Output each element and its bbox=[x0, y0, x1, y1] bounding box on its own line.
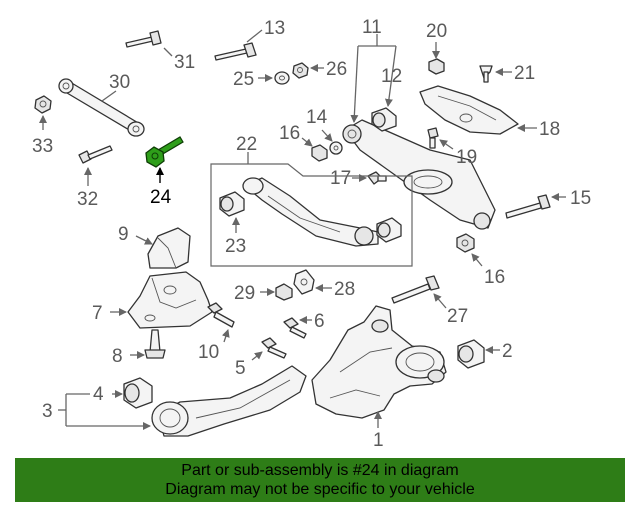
callout-17: 17 bbox=[330, 168, 351, 189]
callout-32: 32 bbox=[77, 189, 98, 210]
callout-8: 8 bbox=[112, 346, 123, 367]
bolt-17 bbox=[367, 171, 387, 185]
callout-21: 21 bbox=[514, 63, 535, 84]
clip-8 bbox=[144, 329, 166, 359]
nut-26 bbox=[292, 62, 309, 79]
leader-5 bbox=[251, 351, 263, 361]
callout-15: 15 bbox=[570, 188, 591, 209]
leader-16a bbox=[301, 137, 313, 147]
callout-10: 10 bbox=[198, 342, 219, 363]
bushing-12 bbox=[371, 107, 397, 132]
bolt-32 bbox=[78, 145, 113, 164]
knuckle-1 bbox=[311, 305, 447, 419]
leader-31 bbox=[163, 47, 173, 57]
bolt-31 bbox=[125, 30, 162, 48]
leader-27 bbox=[433, 293, 447, 309]
bolt-15 bbox=[505, 194, 551, 219]
bracket-18 bbox=[419, 85, 519, 135]
bushing-23-left bbox=[219, 191, 245, 217]
callout-1: 1 bbox=[373, 430, 384, 451]
nut-29 bbox=[275, 283, 293, 301]
parts-diagram: 31 30 33 32 24 13 25 bbox=[32, 17, 591, 451]
callout-30: 30 bbox=[109, 72, 130, 93]
callout-31: 31 bbox=[174, 52, 195, 73]
link-arm-30 bbox=[58, 78, 145, 137]
inset-box-22 bbox=[210, 163, 413, 267]
callout-3: 3 bbox=[42, 401, 53, 422]
callout-23: 23 bbox=[225, 236, 246, 257]
clip-21 bbox=[479, 65, 493, 83]
leader-19 bbox=[439, 139, 454, 150]
spring-seat-7 bbox=[127, 271, 213, 329]
callout-16b: 16 bbox=[484, 267, 505, 288]
callout-27: 27 bbox=[447, 306, 468, 327]
callout-16a: 16 bbox=[279, 123, 300, 144]
leader-14 bbox=[321, 129, 333, 142]
bushing-4 bbox=[123, 377, 153, 409]
leader-13 bbox=[246, 29, 263, 43]
bushing-2 bbox=[457, 339, 485, 369]
bolt-27 bbox=[391, 275, 440, 304]
leader-9 bbox=[135, 235, 153, 245]
callout-18: 18 bbox=[539, 119, 560, 140]
leader-11-right bbox=[384, 45, 397, 107]
callout-33: 33 bbox=[32, 136, 53, 157]
callout-14: 14 bbox=[306, 107, 328, 128]
leader-16b bbox=[471, 253, 483, 267]
callout-9: 9 bbox=[118, 224, 129, 245]
callout-2: 2 bbox=[502, 341, 513, 362]
control-arm-11 bbox=[342, 119, 496, 230]
nut-16-upper bbox=[311, 144, 328, 162]
bracket-28 bbox=[293, 269, 315, 295]
callout-28: 28 bbox=[334, 279, 355, 300]
callout-24: 24 bbox=[150, 187, 172, 208]
banner-line-2: Diagram may not be specific to your vehi… bbox=[165, 481, 475, 498]
callout-11: 11 bbox=[362, 17, 382, 38]
bolt-5 bbox=[261, 337, 287, 359]
nut-33 bbox=[34, 95, 52, 114]
bolt-19 bbox=[427, 127, 439, 149]
bump-stop-9 bbox=[147, 227, 191, 269]
nut-16-lower bbox=[456, 233, 475, 253]
bushing-23-right bbox=[376, 217, 402, 243]
callout-19: 19 bbox=[456, 147, 477, 168]
washer-25 bbox=[274, 71, 290, 85]
leader-11-left bbox=[350, 45, 359, 123]
callout-22: 22 bbox=[236, 134, 257, 155]
callout-25: 25 bbox=[233, 69, 254, 90]
trailing-arm-3 bbox=[151, 365, 307, 437]
bolt-10 bbox=[207, 302, 235, 328]
banner-line-1: Part or sub-assembly is #24 in diagram bbox=[181, 462, 459, 479]
callout-6: 6 bbox=[314, 311, 325, 332]
bolt-13 bbox=[214, 42, 257, 61]
callout-7: 7 bbox=[92, 303, 103, 324]
callout-12: 12 bbox=[381, 66, 402, 87]
callout-13: 13 bbox=[264, 18, 285, 39]
callout-20: 20 bbox=[426, 21, 447, 42]
info-banner: Part or sub-assembly is #24 in diagram D… bbox=[15, 458, 625, 502]
washer-14 bbox=[329, 141, 343, 155]
callout-29: 29 bbox=[234, 283, 255, 304]
bolt-24-highlighted[interactable] bbox=[145, 136, 184, 168]
callout-5: 5 bbox=[235, 358, 246, 379]
callout-26: 26 bbox=[326, 59, 347, 80]
leader-30 bbox=[101, 90, 117, 102]
callout-4: 4 bbox=[93, 384, 104, 405]
leader-10 bbox=[221, 329, 230, 343]
nut-20 bbox=[428, 58, 445, 75]
bolt-6 bbox=[283, 317, 307, 339]
